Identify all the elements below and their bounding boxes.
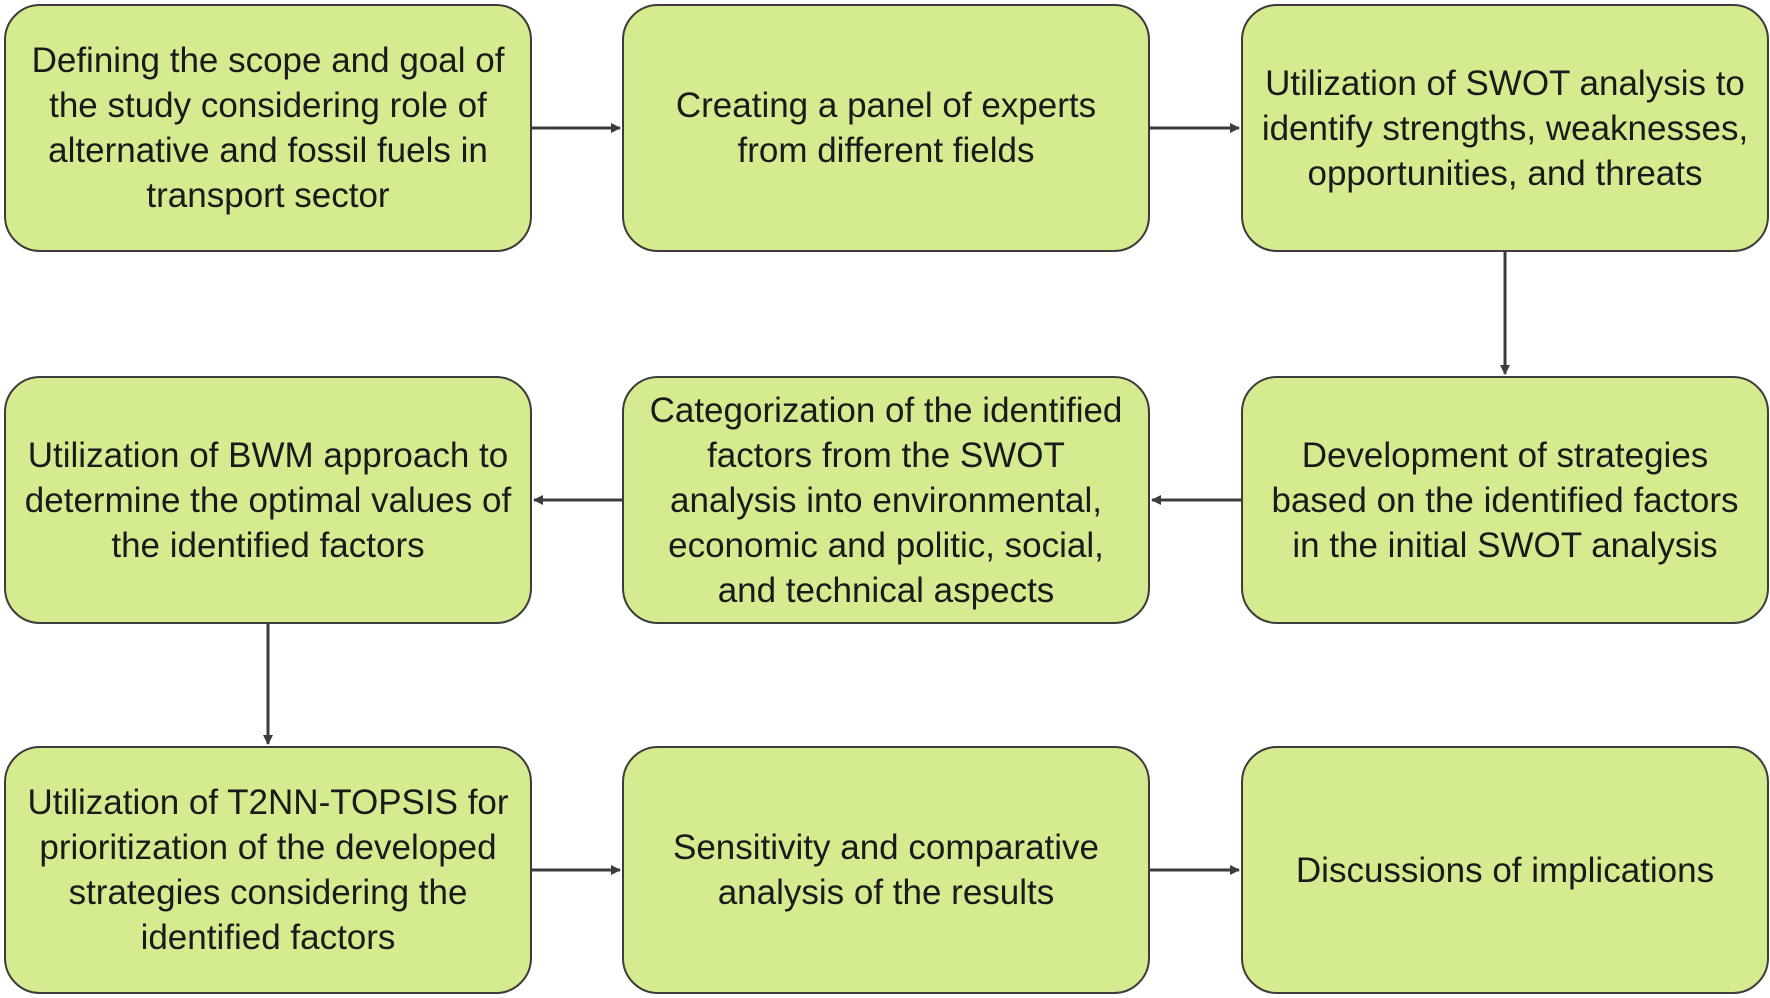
step-categorization-label: Categorization of the identified factors… xyxy=(649,390,1123,610)
step-swot-analysis-label: Utilization of SWOT analysis to identify… xyxy=(1261,63,1749,193)
step-expert-panel: Creating a panel of experts from differe… xyxy=(622,4,1150,252)
step-discussions: Discussions of implications xyxy=(1241,746,1769,994)
step-categorization: Categorization of the identified factors… xyxy=(622,376,1150,624)
step-sensitivity-analysis: Sensitivity and comparative analysis of … xyxy=(622,746,1150,994)
step-bwm-approach-label: Utilization of BWM approach to determine… xyxy=(24,435,512,565)
step-develop-strategies-label: Development of strategies based on the i… xyxy=(1271,435,1739,565)
step-expert-panel-label: Creating a panel of experts from differe… xyxy=(675,86,1097,170)
step-t2nn-topsis: Utilization of T2NN-TOPSIS for prioritiz… xyxy=(4,746,532,994)
step-define-scope: Defining the scope and goal of the study… xyxy=(4,4,532,252)
step-discussions-label: Discussions of implications xyxy=(1295,850,1715,890)
step-develop-strategies: Development of strategies based on the i… xyxy=(1241,376,1769,624)
step-swot-analysis: Utilization of SWOT analysis to identify… xyxy=(1241,4,1769,252)
step-bwm-approach: Utilization of BWM approach to determine… xyxy=(4,376,532,624)
step-define-scope-label: Defining the scope and goal of the study… xyxy=(31,41,505,215)
step-sensitivity-analysis-label: Sensitivity and comparative analysis of … xyxy=(672,828,1100,912)
step-t2nn-topsis-label: Utilization of T2NN-TOPSIS for prioritiz… xyxy=(27,783,509,957)
